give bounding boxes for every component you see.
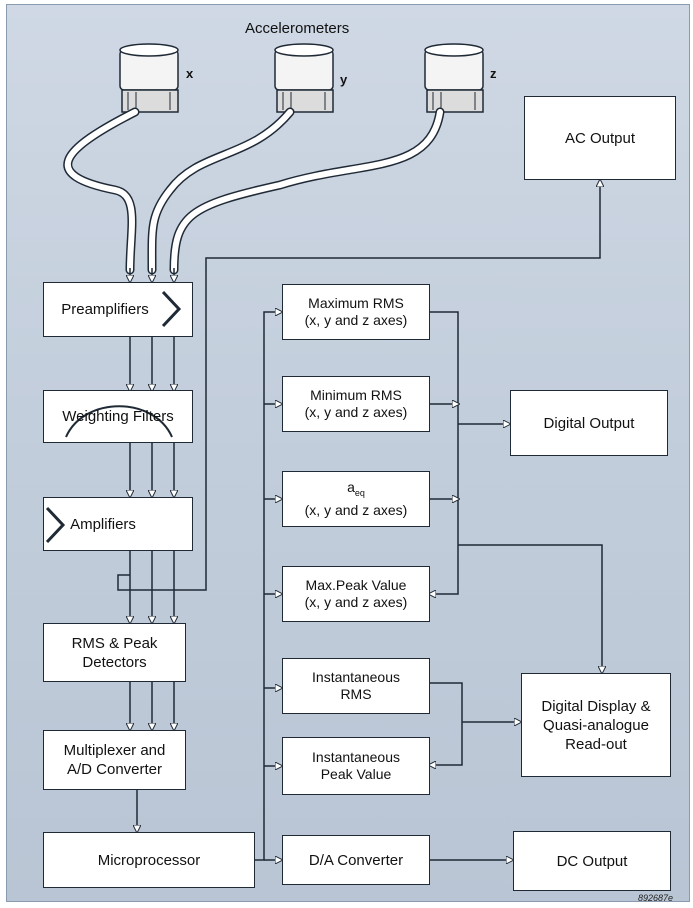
filter-curve-icon — [65, 405, 173, 438]
axis-label-x: x — [186, 66, 194, 81]
weighting-filters-block: Weighting Filters — [43, 390, 193, 443]
instantaneous-peak-line2: Peak Value — [320, 766, 392, 782]
signal-arrows — [117, 181, 602, 860]
aeq-block: aeq (x, y and z axes) — [282, 471, 430, 527]
accelerometer-x-icon — [119, 43, 179, 113]
axis-label-y: y — [340, 72, 348, 87]
microprocessor-block: Microprocessor — [43, 832, 255, 888]
aeq-line2: (x, y and z axes) — [304, 501, 408, 518]
instantaneous-rms-block: Instantaneous RMS — [282, 658, 430, 714]
maximum-rms-line2: (x, y and z axes) — [304, 312, 408, 328]
accelerometer-z-icon — [424, 43, 484, 113]
minimum-rms-line1: Minimum RMS — [310, 387, 402, 403]
cables — [63, 107, 445, 275]
digital-display-line2: Quasi-analogue — [543, 716, 649, 734]
multiplexer-line1: Multiplexer and — [63, 742, 166, 759]
figure-code: 892687e — [638, 893, 674, 903]
minimum-rms-line2: (x, y and z axes) — [304, 404, 408, 420]
ac-output-block: AC Output — [524, 96, 676, 180]
axis-label-z: z — [490, 66, 497, 81]
max-peak-value-line1: Max.Peak Value — [305, 577, 407, 593]
chevron-right-icon — [45, 506, 66, 544]
digital-output-block: Digital Output — [510, 390, 668, 456]
amplifiers-label: Amplifiers — [70, 515, 136, 533]
minimum-rms-block: Minimum RMS (x, y and z axes) — [282, 376, 430, 432]
digital-display-line3: Read-out — [565, 735, 627, 753]
instantaneous-peak-line1: Instantaneous — [312, 749, 400, 765]
digital-display-block: Digital Display & Quasi-analogue Read-ou… — [521, 673, 671, 777]
dc-output-label: DC Output — [556, 852, 628, 870]
weighting-filters-label: Weighting Filters — [62, 408, 174, 425]
preamplifiers-label: Preamplifiers — [61, 301, 149, 318]
microprocessor-label: Microprocessor — [97, 851, 201, 869]
instantaneous-peak-block: Instantaneous Peak Value — [282, 737, 430, 795]
instantaneous-rms-line1: Instantaneous — [312, 669, 400, 685]
chevron-right-icon — [161, 290, 182, 328]
instantaneous-rms-line2: RMS — [340, 686, 372, 702]
da-converter-block: D/A Converter — [282, 835, 430, 885]
max-peak-value-block: Max.Peak Value (x, y and z axes) — [282, 566, 430, 622]
maximum-rms-line1: Maximum RMS — [308, 295, 404, 311]
da-converter-label: D/A Converter — [308, 851, 404, 869]
multiplexer-block: Multiplexer and A/D Converter — [43, 730, 186, 790]
rms-peak-detectors-line1: RMS & Peak — [71, 634, 158, 652]
multiplexer-line2: A/D Converter — [66, 761, 163, 778]
digital-output-label: Digital Output — [543, 414, 635, 432]
rms-peak-detectors-block: RMS & Peak Detectors — [43, 623, 186, 682]
dc-output-block: DC Output — [513, 831, 671, 891]
aeq-symbol-subscript: eq — [354, 487, 365, 498]
amplifiers-block: Amplifiers — [43, 497, 193, 551]
rms-peak-detectors-line2: Detectors — [82, 653, 147, 671]
digital-display-line1: Digital Display & — [541, 697, 651, 715]
accelerometer-y-icon — [274, 43, 334, 113]
preamplifiers-block: Preamplifiers — [43, 282, 193, 337]
max-peak-value-line2: (x, y and z axes) — [304, 594, 408, 610]
maximum-rms-block: Maximum RMS (x, y and z axes) — [282, 284, 430, 340]
diagram-title: Accelerometers — [245, 20, 350, 37]
aeq-symbol-base: a — [347, 479, 355, 496]
ac-output-label: AC Output — [564, 129, 636, 147]
aeq-symbol: aeq — [347, 479, 365, 502]
